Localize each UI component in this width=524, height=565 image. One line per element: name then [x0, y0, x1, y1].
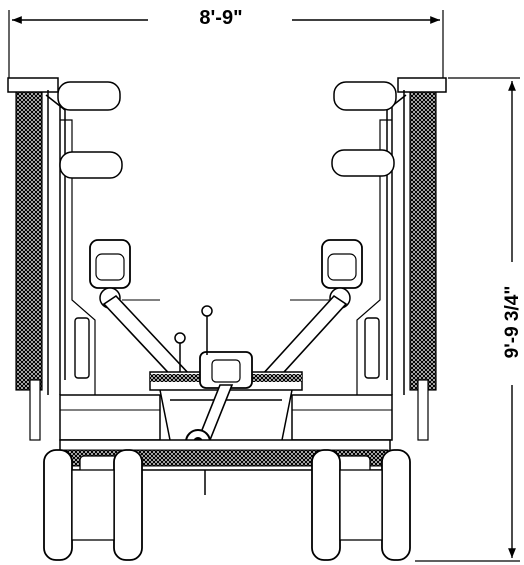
left-brush-roller [15, 89, 43, 391]
left-skid [29, 379, 41, 441]
wheels [43, 449, 411, 561]
height-label: 9'-9 3/4" [502, 286, 523, 359]
rear-right-inner-wheel [311, 449, 341, 561]
right-wheel-axle-housing [339, 469, 383, 541]
left-wing-deck [7, 77, 161, 441]
right-wing-deck [291, 77, 447, 441]
width-dimension: 8'-9" [8, 7, 444, 78]
rear-right-outer-wheel [381, 449, 411, 561]
right-deck-top-cap [397, 77, 447, 93]
right-lower-frame [291, 394, 393, 441]
left-upper-tube [57, 81, 121, 111]
right-drive-shaft [260, 294, 348, 385]
left-gearbox-cover [95, 253, 125, 281]
center-deck [149, 305, 303, 495]
right-inner-rail [356, 119, 392, 395]
right-upper-tube [333, 81, 397, 111]
right-hydraulic-cylinder [364, 317, 380, 379]
lift-lever-knob [174, 332, 186, 344]
height-dimension: 9'-9 3/4" [415, 77, 523, 562]
right-skid [417, 379, 429, 441]
right-middle-tube [331, 149, 395, 177]
left-lower-frame [59, 394, 161, 441]
left-middle-tube [59, 151, 123, 179]
left-hydraulic-cylinder [74, 317, 90, 379]
left-frame-rail [45, 90, 66, 395]
center-gearbox-cover [211, 359, 241, 383]
left-wheel-axle-housing [71, 469, 115, 541]
right-brush-roller [409, 89, 437, 391]
rear-left-outer-wheel [43, 449, 73, 561]
left-deck-top-cap [7, 77, 59, 93]
right-frame-rail [386, 90, 407, 395]
right-gearbox-cover [327, 253, 357, 281]
left-inner-rail [60, 119, 96, 395]
rear-left-inner-wheel [113, 449, 143, 561]
height-indicator-knob [201, 305, 213, 317]
width-label: 8'-9" [199, 7, 242, 29]
drive-shafts [102, 294, 348, 385]
